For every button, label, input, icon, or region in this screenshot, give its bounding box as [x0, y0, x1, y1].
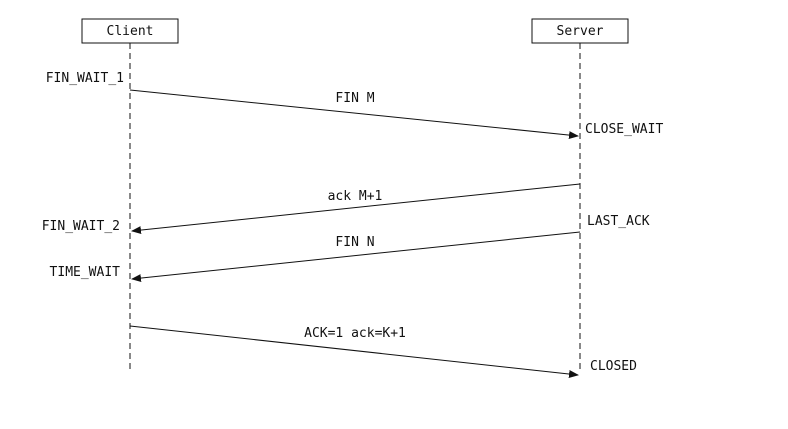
- ack-final-label: ACK=1 ack=K+1: [304, 326, 406, 341]
- server-label: Server: [557, 24, 604, 39]
- ack-m1-arrow: [131, 183, 581, 235]
- fin-m-label: FIN M: [335, 91, 374, 106]
- client-label: Client: [107, 24, 154, 39]
- state-time-wait: TIME_WAIT: [50, 265, 121, 280]
- state-last-ack: LAST_ACK: [587, 214, 650, 229]
- state-fin-wait-2: FIN_WAIT_2: [42, 219, 120, 234]
- ack-final-arrow: [129, 325, 579, 378]
- fin-m-arrow: [129, 89, 579, 140]
- state-fin-wait-1: FIN_WAIT_1: [46, 71, 124, 86]
- fin-n-label: FIN N: [335, 235, 374, 250]
- ack-m1-label: ack M+1: [328, 189, 383, 204]
- state-closed: CLOSED: [590, 359, 637, 374]
- client-participant: Client: [81, 18, 179, 44]
- fin-n-arrow: [131, 231, 581, 283]
- state-close-wait: CLOSE_WAIT: [585, 122, 663, 137]
- server-participant: Server: [531, 18, 629, 44]
- client-box: [81, 18, 179, 44]
- server-box: [531, 18, 629, 44]
